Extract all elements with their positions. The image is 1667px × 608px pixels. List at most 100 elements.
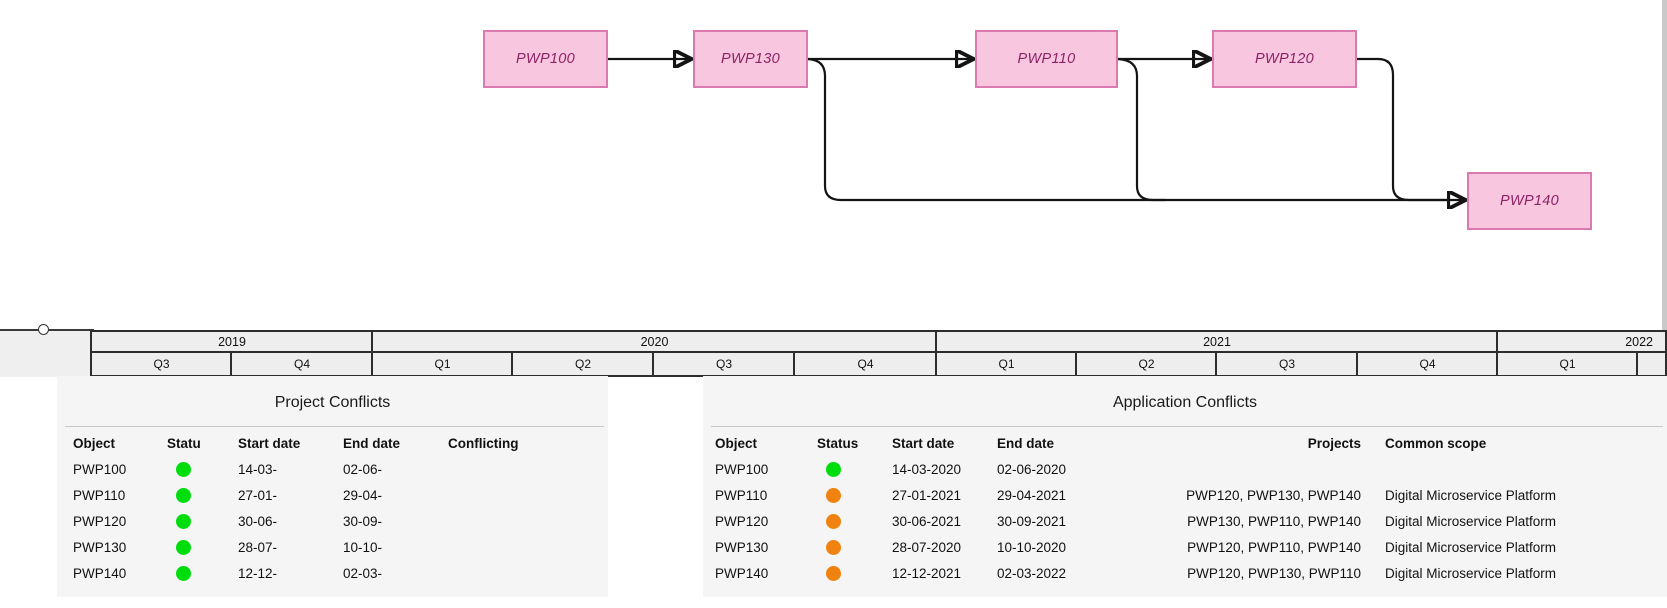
timeline-quarter-q4: Q4 [1356, 351, 1499, 377]
status-dot-green [176, 487, 191, 503]
vertical-scrollbar[interactable] [1662, 0, 1667, 331]
timeline-quarter-q1: Q1 [1496, 351, 1639, 377]
cell-common-scope: Digital Microservice Platform [1385, 487, 1557, 503]
diagram-node-pwp130[interactable]: PWP130 [693, 30, 808, 88]
column-header-start-date: Start date [238, 435, 301, 451]
cell-projects: PWP120, PWP130, PWP110 [1187, 565, 1361, 581]
status-dot-green [176, 565, 191, 581]
edge-pwp130-pwp140[interactable] [807, 57, 1464, 200]
cell-start: 27-01-2021 [892, 487, 962, 503]
timeline-quarter-q3: Q3 [652, 351, 796, 377]
table-row[interactable]: PWP140 12-12- 02-03- [57, 560, 608, 586]
timeline-year-2020: 2020 [371, 330, 938, 353]
cell-start: 28-07-2020 [892, 539, 962, 555]
cell-end: 29-04-2021 [997, 487, 1067, 503]
status-cell [167, 513, 238, 529]
column-header-end-date: End date [997, 435, 1055, 451]
status-cell [167, 461, 238, 477]
cell-common-scope: Digital Microservice Platform [1385, 539, 1557, 555]
title-divider [65, 426, 604, 427]
application-conflicts-title: Application Conflicts [1112, 394, 1258, 411]
diagram-edges-layer [608, 0, 1667, 330]
status-dot-green [826, 461, 841, 477]
timeline-quarter-q3: Q3 [90, 351, 233, 377]
status-cell [167, 487, 238, 503]
cell-object: PWP110 [73, 487, 126, 503]
status-cell [167, 565, 238, 581]
cell-common-scope: Digital Microservice Platform [1385, 565, 1557, 581]
column-header-common-scope: Common scope [1385, 435, 1487, 451]
cell-start: 30-06- [238, 513, 278, 529]
timeline-quarter-q4: Q4 [230, 351, 374, 377]
status-dot-orange [826, 565, 841, 581]
cell-end: 02-06- [343, 461, 383, 477]
status-cell [817, 461, 892, 477]
diagram-node-pwp140[interactable]: PWP140 [1467, 172, 1592, 230]
cell-start: 28-07- [238, 539, 278, 555]
status-cell [817, 565, 892, 581]
status-dot-orange [826, 513, 841, 529]
cell-object: PWP120 [73, 513, 127, 529]
column-header-status: Status [817, 435, 859, 451]
status-dot-green [176, 513, 191, 529]
cell-object: PWP110 [715, 487, 768, 503]
cell-end: 30-09-2021 [997, 513, 1067, 529]
cell-start: 27-01- [238, 487, 278, 503]
timeline-year-2021: 2021 [935, 330, 1499, 353]
status-dot-orange [826, 539, 841, 555]
timeline-quarter-q1: Q1 [935, 351, 1078, 377]
status-dot-green [176, 539, 191, 555]
cell-projects: PWP130, PWP110, PWP140 [1187, 513, 1361, 529]
cell-object: PWP120 [715, 513, 769, 529]
status-dot-orange [826, 487, 841, 503]
cell-end: 10-10- [343, 539, 383, 555]
timeline-quarter-empty [1636, 351, 1667, 377]
cell-end: 29-04- [343, 487, 383, 503]
timeline-quarter-q4: Q4 [793, 351, 938, 377]
edge-pwp120-pwp140[interactable] [1357, 57, 1450, 202]
cell-projects: PWP120, PWP110, PWP140 [1187, 539, 1361, 555]
cell-end: 30-09- [343, 513, 383, 529]
title-divider [711, 426, 1663, 427]
diagram-node-pwp100[interactable]: PWP100 [483, 30, 608, 88]
cell-start: 30-06-2021 [892, 513, 962, 529]
table-row[interactable]: PWP110 27-01- 29-04- [57, 482, 608, 508]
cell-end: 02-03- [343, 565, 383, 581]
column-header-object: Object [73, 435, 116, 451]
cell-start: 12-12- [238, 565, 278, 581]
cell-object: PWP140 [715, 565, 769, 581]
column-header-projects: Projects [1307, 435, 1361, 451]
cell-object: PWP100 [715, 461, 769, 477]
status-cell [817, 487, 892, 503]
status-cell [817, 539, 892, 555]
status-cell [817, 513, 892, 529]
column-header-conflicting: Conflicting [448, 435, 519, 451]
table-row[interactable]: PWP120 30-06- 30-09- [57, 508, 608, 534]
cell-common-scope: Digital Microservice Platform [1385, 513, 1557, 529]
cell-end: 02-06-2020 [997, 461, 1067, 477]
cell-start: 14-03- [238, 461, 278, 477]
edge-pwp110-pwp140[interactable] [1117, 57, 1165, 202]
status-cell [167, 539, 238, 555]
diagram-node-pwp120[interactable]: PWP120 [1212, 30, 1357, 88]
cell-object: PWP140 [73, 565, 127, 581]
table-row[interactable]: PWP120 30-06-2021 30-09-2021 PWP130, PWP110… [703, 508, 1667, 534]
cell-end: 02-03-2022 [997, 565, 1067, 581]
table-row[interactable]: PWP100 14-03-2020 02-06-2020 [703, 456, 1667, 482]
column-header-end-date: End date [343, 435, 401, 451]
diagram-node-pwp110[interactable]: PWP110 [975, 30, 1118, 88]
timeline-marker-circle[interactable] [38, 324, 49, 335]
cell-start: 14-03-2020 [892, 461, 962, 477]
timeline-quarter-q2: Q2 [511, 351, 655, 377]
cell-object: PWP130 [715, 539, 769, 555]
column-header-object: Object [715, 435, 758, 451]
